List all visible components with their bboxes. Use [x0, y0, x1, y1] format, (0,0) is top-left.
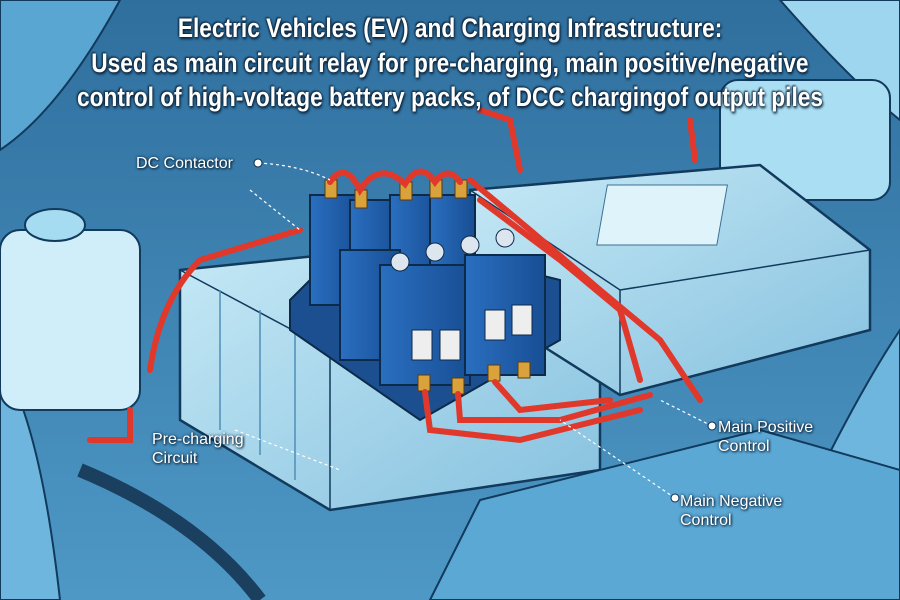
callout-dot-main-positive: [707, 421, 717, 431]
hood-edge-left: [0, 0, 122, 152]
battery-pack-right: [468, 163, 872, 397]
callout-dot-main-negative: [670, 493, 680, 503]
title-line-2: Used as main circuit relay for pre-charg…: [91, 48, 809, 78]
callout-dot-dc-contactor: [253, 158, 263, 168]
coolant-hose: [77, 463, 266, 600]
dc-contactor-bank: [309, 179, 546, 395]
title-line-1: Electric Vehicles (EV) and Charging Infr…: [177, 13, 723, 43]
high-voltage-cables: [87, 107, 703, 444]
coolant-reservoir: [0, 208, 141, 411]
front-panel: [428, 428, 900, 600]
callout-lines: [234, 162, 713, 499]
title-line-3: control of high-voltage battery packs, o…: [77, 82, 823, 112]
label-dc-contactor: DC Contactor: [136, 155, 233, 172]
